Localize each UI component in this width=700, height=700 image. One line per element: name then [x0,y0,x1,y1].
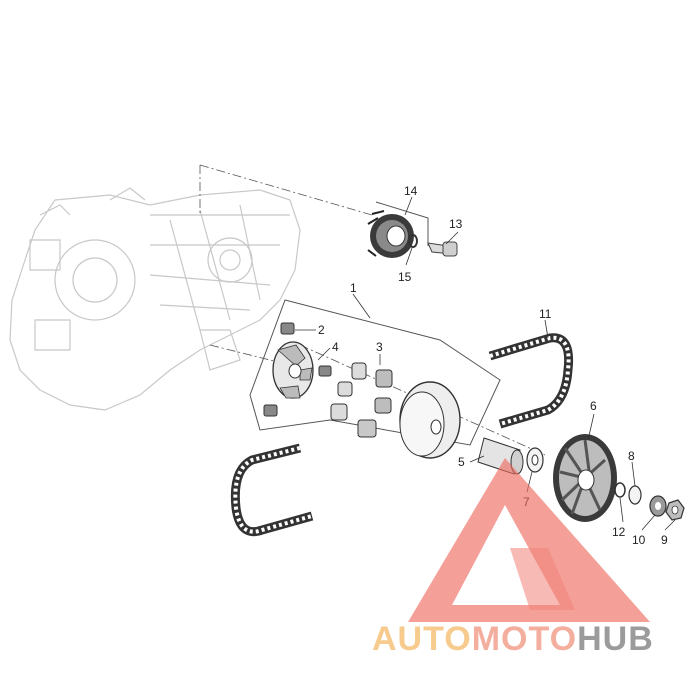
callout-labels: 1 2 3 4 5 6 7 8 9 10 11 12 13 14 15 [318,184,668,547]
leader-lines [295,196,676,531]
watermark-text: AUTOMOTOHUB [372,620,654,658]
callout-9: 9 [661,533,668,547]
watermark-triangle-icon [408,458,650,622]
callout-8: 8 [628,449,635,463]
slider-2b [263,404,278,417]
slider-4 [318,365,332,377]
callout-5: 5 [458,455,465,469]
crankcase-ghost [9,187,301,411]
callout-4: 4 [332,340,339,354]
watermark-hub: HUB [577,620,654,658]
watermark-auto: AUTO [372,620,472,658]
slider-2a [280,322,295,335]
belt-upper [488,333,574,429]
watermark: AUTOMOTOHUB [372,458,654,658]
callout-15: 15 [398,270,412,284]
ramp-plate [272,341,314,399]
callout-1: 1 [350,281,357,295]
watermark-moto: MOTO [472,620,577,658]
fan-pulley-6 [553,434,617,522]
rollers [330,362,393,438]
shaft-13 [427,241,458,257]
axis-lines [199,164,546,456]
variator-pulley [399,381,461,459]
callout-13: 13 [449,217,463,231]
nut-9 [665,499,685,521]
callout-2: 2 [318,323,325,337]
belt-lower [230,443,314,537]
callout-3: 3 [376,340,383,354]
ring-12 [614,482,626,498]
washer-8 [628,485,642,505]
callout-14: 14 [404,184,418,198]
callout-6: 6 [590,399,597,413]
ring-15 [408,234,418,248]
callout-10: 10 [632,533,646,547]
assembly-frame [249,299,501,446]
idler-gear [367,210,414,258]
callout-11: 11 [539,307,552,321]
callout-12: 12 [612,525,626,539]
